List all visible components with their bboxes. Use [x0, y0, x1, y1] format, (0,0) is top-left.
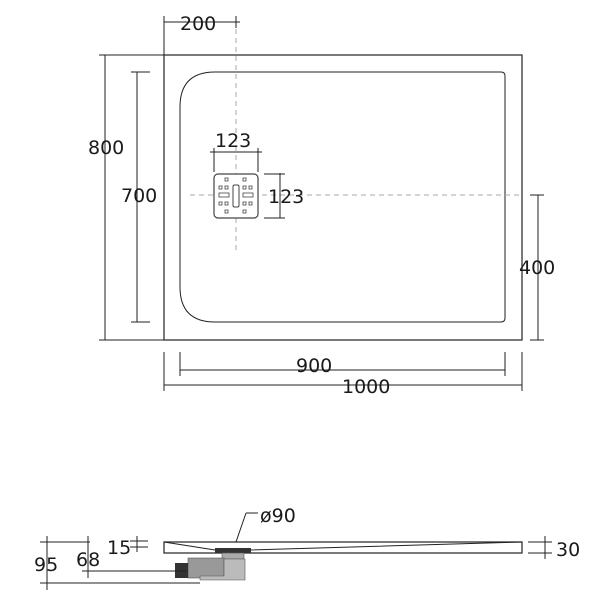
tray-inner-basin: [179, 71, 506, 323]
dim-drain-width: 123: [215, 130, 251, 152]
dim-inner-height: 700: [121, 185, 157, 207]
dim-waste-diameter: ø90: [260, 505, 296, 527]
plan-view: 200 800 700 123 123 400 900 1000: [88, 13, 555, 398]
drain-grate-icon: [213, 173, 259, 219]
dim-tray-thickness: 30: [556, 539, 580, 561]
side-view: ø90 30 15 68 95: [34, 505, 580, 590]
dim-drain-height: 123: [268, 186, 304, 208]
dim-total-depth: 95: [34, 554, 58, 576]
dim-total-height: 800: [88, 137, 124, 159]
dim-total-width: 1000: [342, 376, 390, 398]
dim-edge-thickness: 15: [107, 537, 131, 559]
dim-offset-top: 200: [180, 13, 216, 35]
dim-inner-width: 900: [296, 355, 332, 377]
dim-drain-to-edge: 400: [519, 257, 555, 279]
dim-outlet-height: 68: [76, 549, 100, 571]
